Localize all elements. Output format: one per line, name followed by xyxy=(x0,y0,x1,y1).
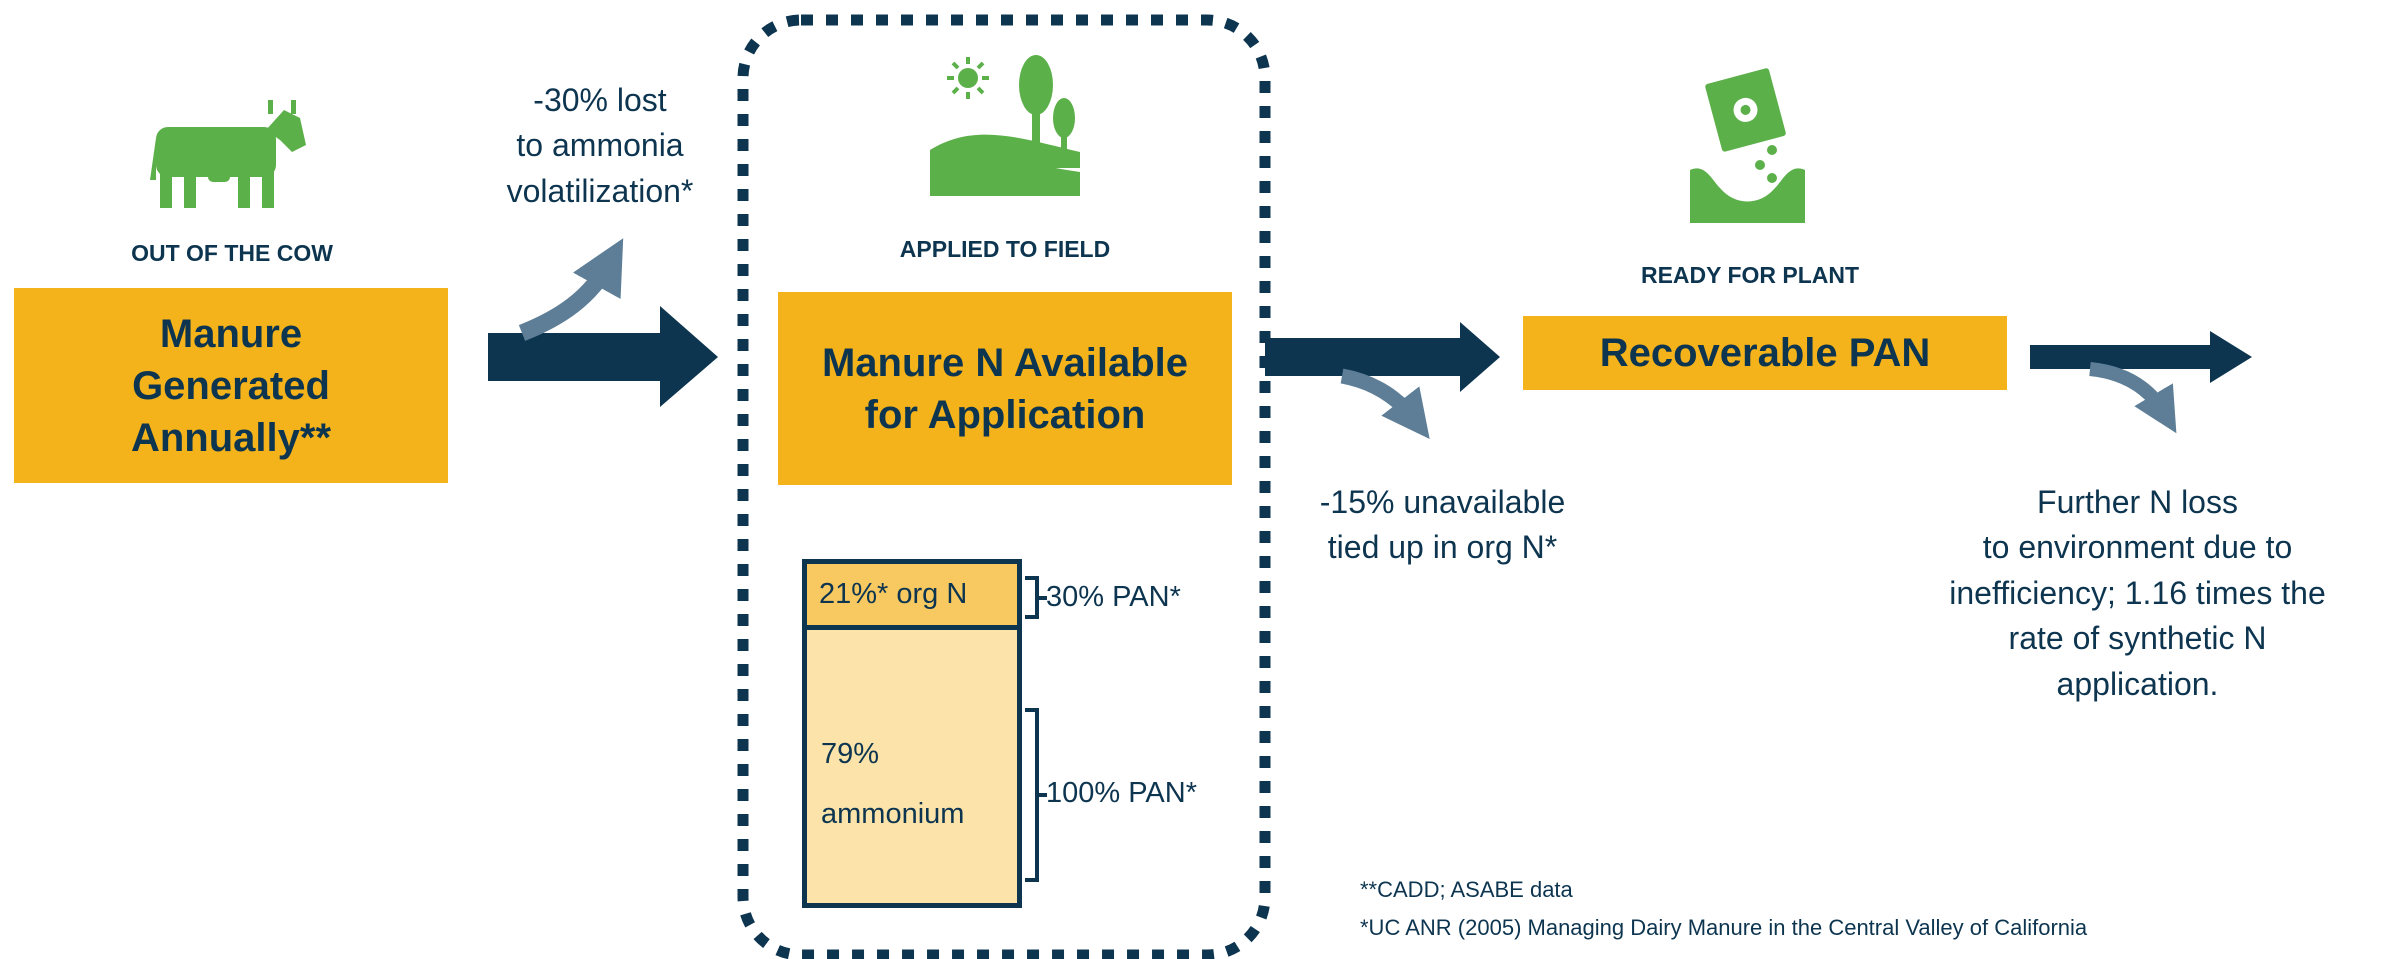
flow-arrow-field-to-plant xyxy=(1265,322,1500,392)
ammonium-name-label: ammonium xyxy=(821,798,965,830)
ammonia-loss-note: -30% lost to ammonia volatilization* xyxy=(506,82,694,209)
manure-n-available-box: Manure N Available for Application xyxy=(778,292,1232,485)
org-n-percent-label: 21%* org N xyxy=(819,578,968,610)
loss-arrow-environment xyxy=(2089,362,2177,434)
flow-arrow-plant-to-out xyxy=(2030,331,2252,383)
stage-label-plant: READY FOR PLANT xyxy=(1640,262,1860,288)
environment-loss-note: Further N loss to environment due to ine… xyxy=(1949,484,2326,702)
fertilizer-icon xyxy=(1690,68,1805,223)
composition-org-n-segment: 21%* org N xyxy=(802,559,1022,630)
ammonium-percent-label: 79% xyxy=(821,738,880,770)
manure-generated-box: Manure Generated Annually** xyxy=(14,288,448,483)
stage-label-field: APPLIED TO FIELD xyxy=(899,236,1111,262)
pan-brackets xyxy=(1025,576,1047,882)
recoverable-pan-box: Recoverable PAN xyxy=(1523,316,2007,390)
bracket-org-n xyxy=(1025,576,1047,619)
stage-label-cow: OUT OF THE COW xyxy=(131,240,333,266)
org-n-pan-label: 30% PAN* xyxy=(1046,581,1181,613)
composition-ammonium-segment: 79% ammonium xyxy=(802,630,1022,908)
loss-arrow-ammonia xyxy=(518,238,624,341)
org-n-loss-note: -15% unavailable tied up in org N* xyxy=(1319,484,1566,566)
reference-cadd: **CADD; ASABE data xyxy=(1360,877,1573,902)
landscape-icon xyxy=(930,55,1080,196)
reference-uc-anr: *UC ANR (2005) Managing Dairy Manure in … xyxy=(1360,915,2088,940)
ammonium-pan-label: 100% PAN* xyxy=(1046,777,1197,809)
bracket-ammonium xyxy=(1025,708,1047,882)
loss-arrow-org-n xyxy=(1340,368,1430,439)
cow-icon xyxy=(150,100,306,208)
flow-arrow-cow-to-field xyxy=(488,306,718,407)
field-stage-frame xyxy=(737,14,1271,959)
